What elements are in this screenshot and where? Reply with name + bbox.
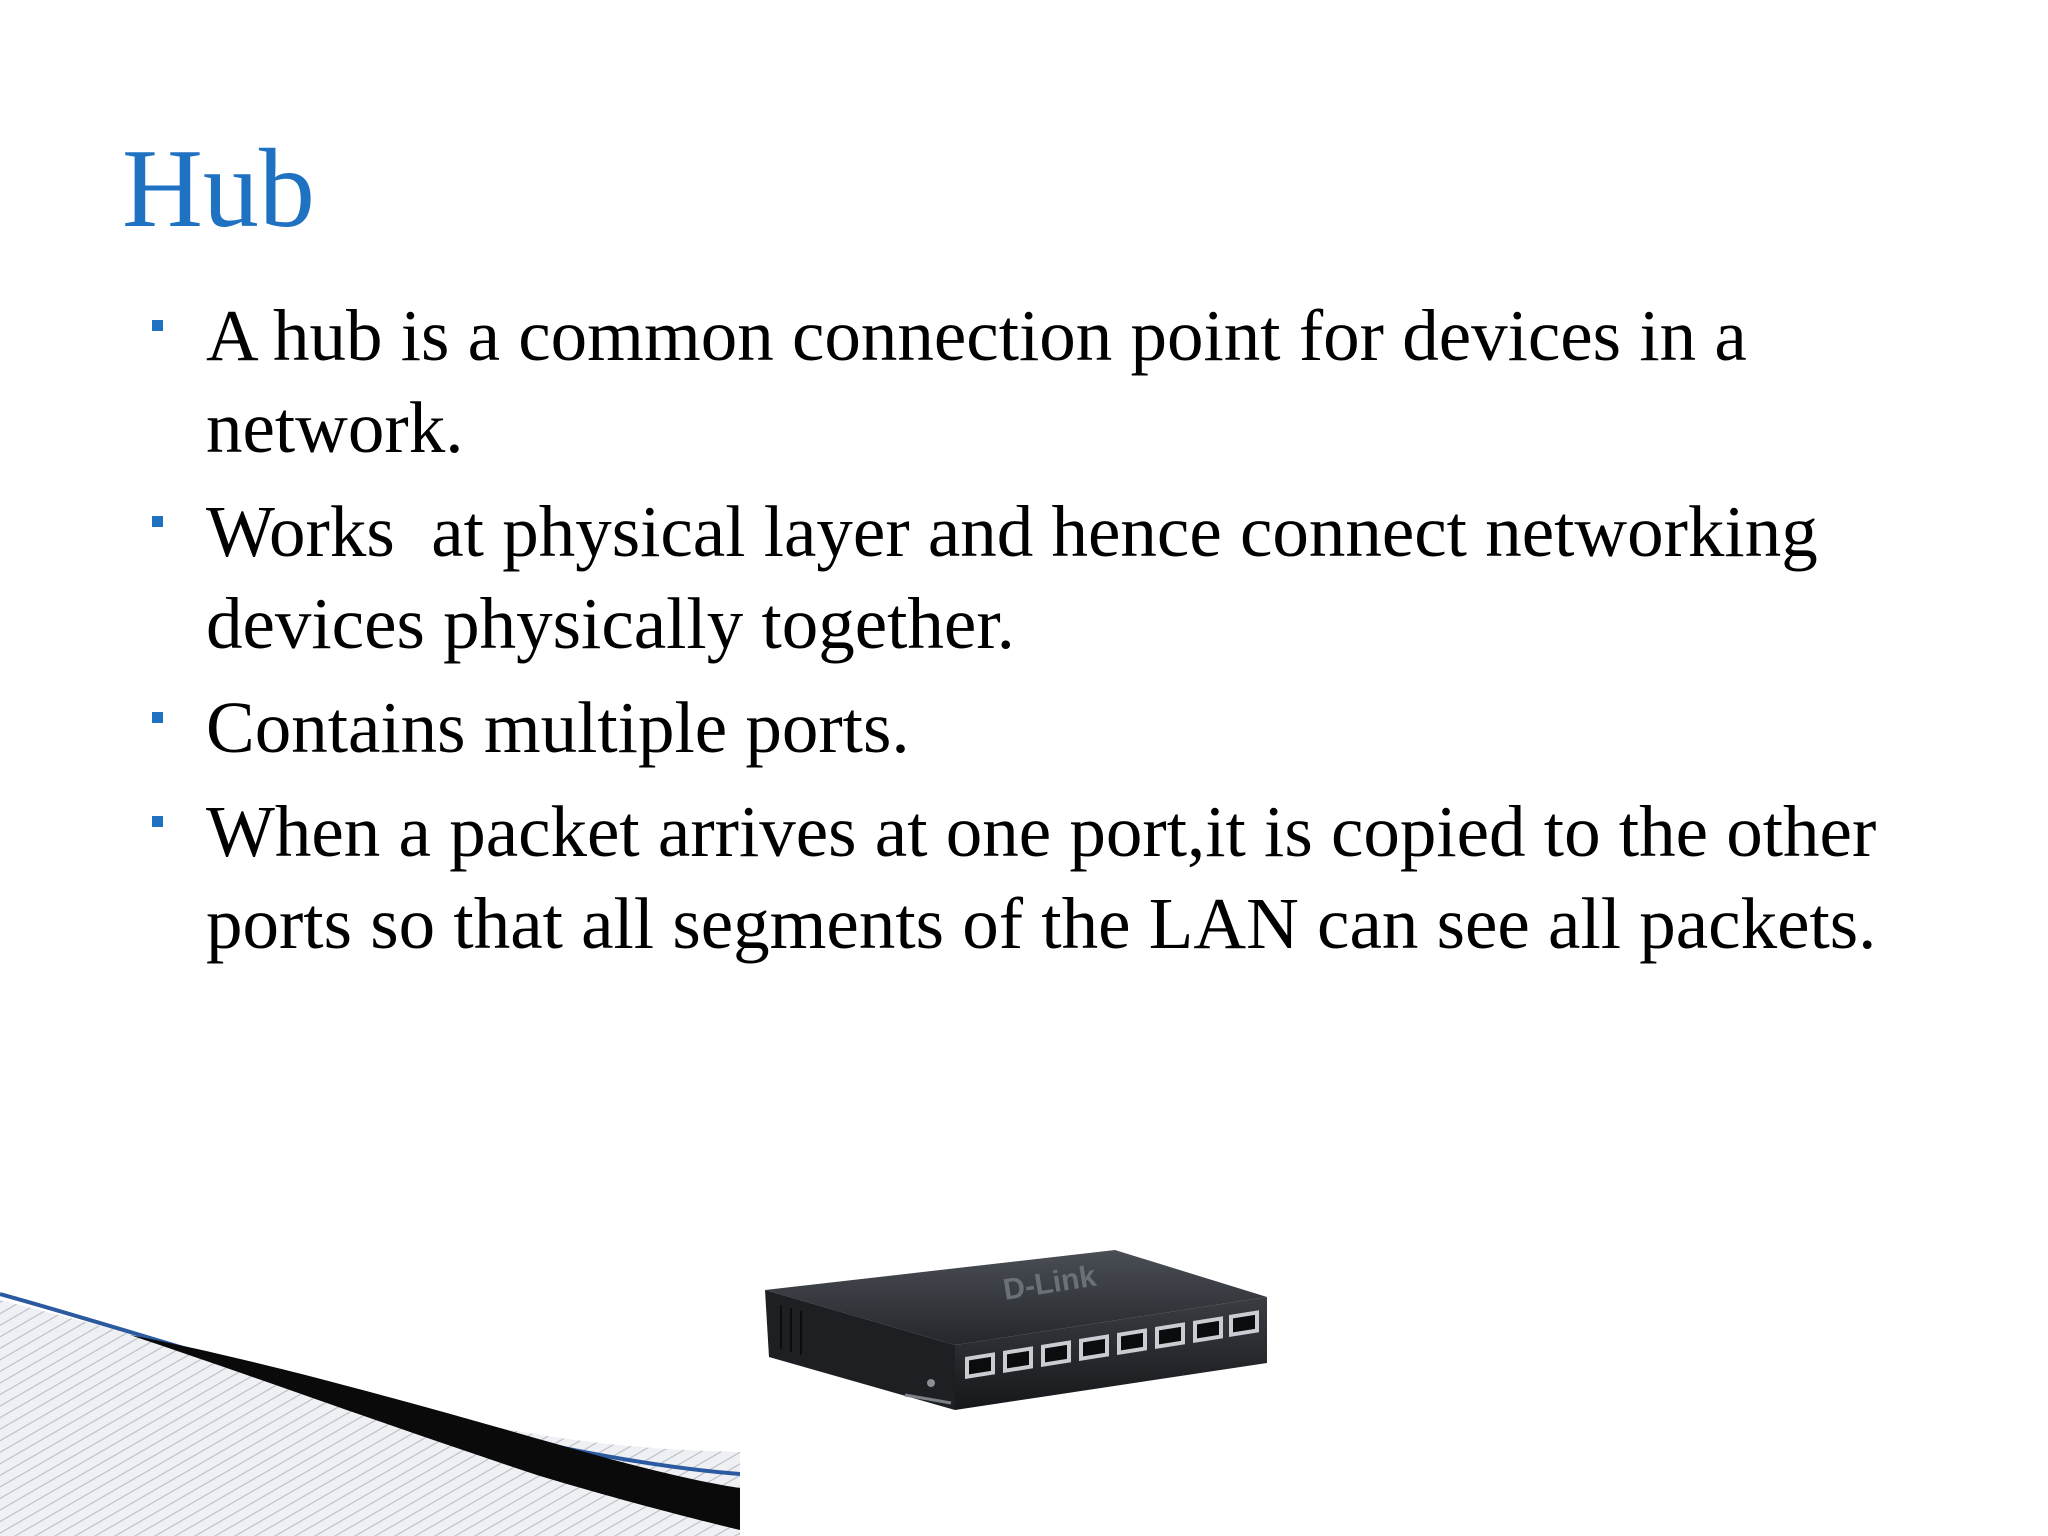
bullet-text: Works at physical layer and hence connec…: [206, 491, 1836, 664]
square-bullet-icon: [152, 712, 163, 723]
bullet-item: When a packet arrives at one port,it is …: [150, 786, 1950, 970]
slide-title: Hub: [122, 127, 315, 251]
corner-swoosh-decoration: [0, 1292, 740, 1536]
bullet-text: Contains multiple ports.: [206, 687, 910, 768]
bullet-text: A hub is a common connection point for d…: [206, 295, 1766, 468]
bullet-text: When a packet arrives at one port,it is …: [206, 791, 1895, 964]
power-led-icon: [927, 1379, 935, 1387]
bullet-list: A hub is a common connection point for d…: [150, 290, 1950, 982]
device-front-face: [955, 1297, 1267, 1410]
square-bullet-icon: [152, 320, 163, 331]
bullet-item: Works at physical layer and hence connec…: [150, 486, 1950, 670]
model-label-strip: [904, 1393, 952, 1405]
bullet-item: A hub is a common connection point for d…: [150, 290, 1950, 474]
square-bullet-icon: [152, 516, 163, 527]
device-side-face: [765, 1290, 955, 1410]
bullet-item: Contains multiple ports.: [150, 682, 1950, 774]
vent-slots: [780, 1305, 802, 1355]
lower-hatched-band: [0, 1350, 740, 1536]
ethernet-ports: [965, 1310, 1259, 1379]
network-hub-device-image: D-Link: [765, 1250, 1267, 1410]
device-top-face: [765, 1250, 1267, 1345]
black-swoosh-band: [130, 1335, 740, 1530]
square-bullet-icon: [152, 816, 163, 827]
